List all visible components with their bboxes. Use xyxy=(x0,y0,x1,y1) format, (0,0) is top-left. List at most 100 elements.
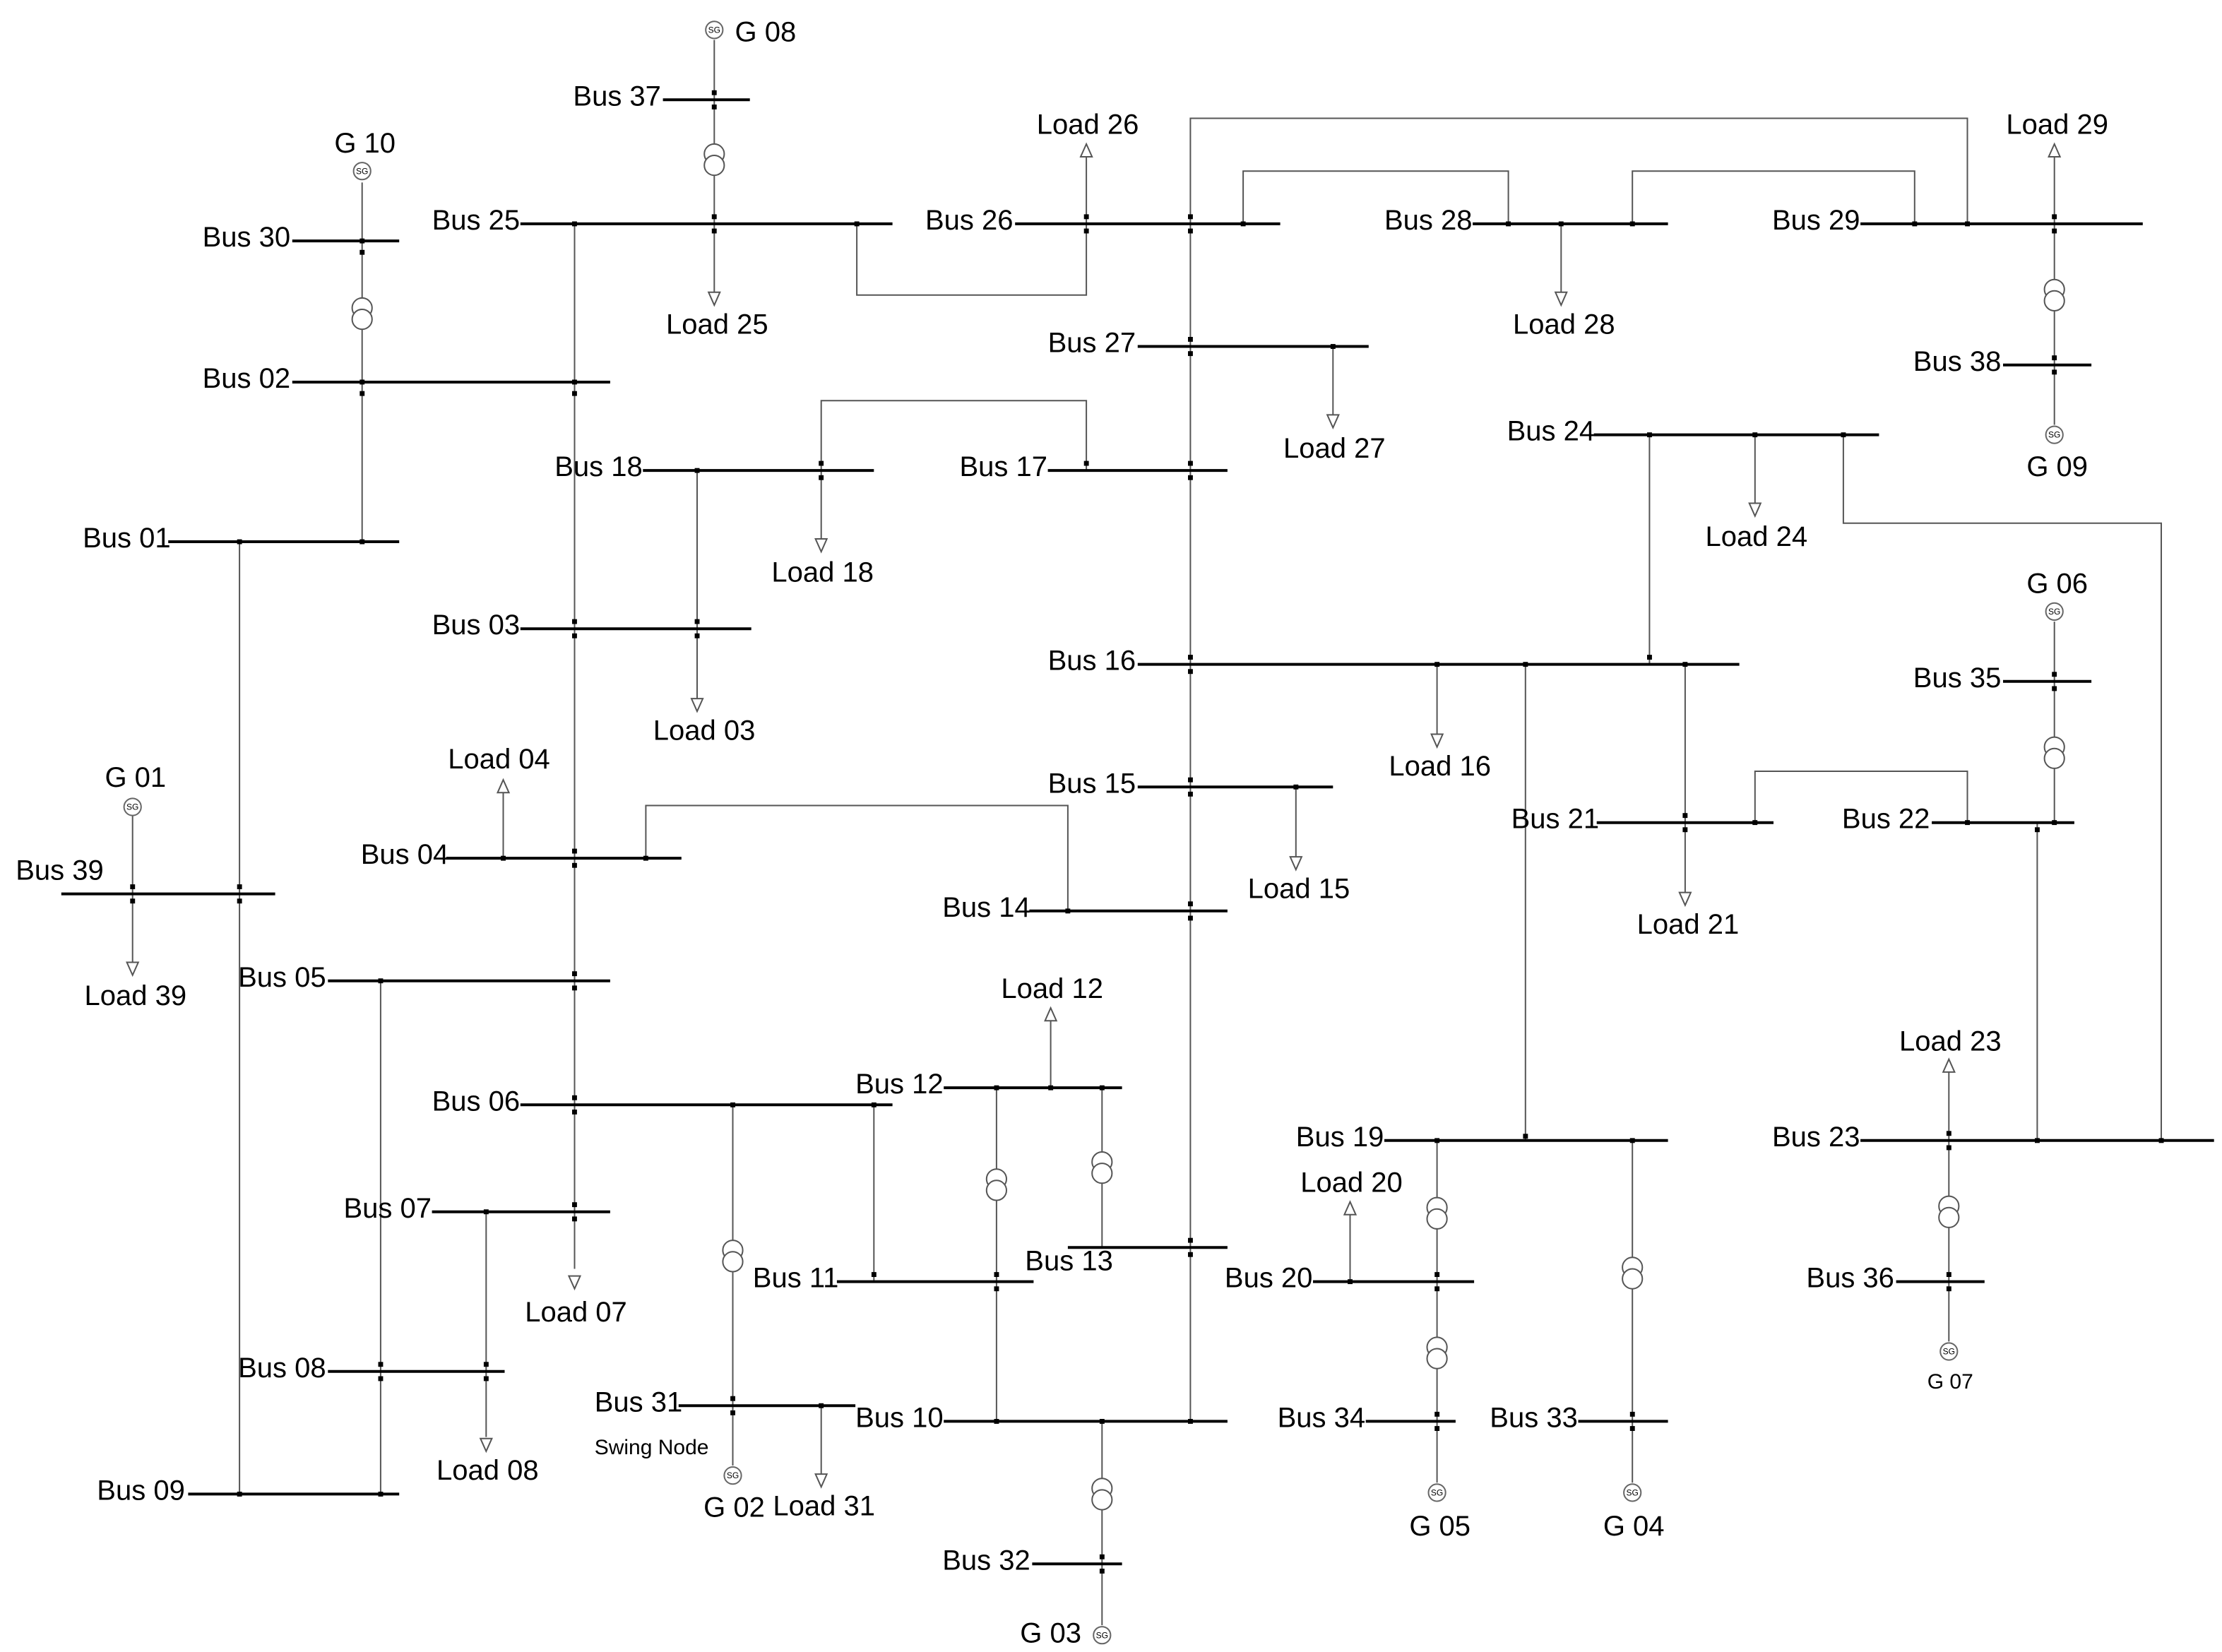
connection-node xyxy=(237,884,242,889)
bus-label-32: Bus 32 xyxy=(942,1545,1030,1576)
connection-node xyxy=(1065,908,1071,914)
connection-node xyxy=(237,898,242,904)
load-arrow-icon xyxy=(1343,1200,1357,1216)
connection-node xyxy=(1506,221,1511,227)
connection-node xyxy=(360,539,365,545)
connection-node xyxy=(819,1403,824,1408)
bus-label-33: Bus 33 xyxy=(1490,1403,1578,1434)
connection-node xyxy=(1965,221,1970,227)
connection-node xyxy=(1188,351,1193,357)
connection-node xyxy=(1946,1286,1951,1292)
bus-label-30: Bus 30 xyxy=(203,222,291,253)
connection-node xyxy=(1434,1411,1440,1417)
bus-label-10: Bus 10 xyxy=(855,1403,944,1434)
load-arrow-icon xyxy=(496,778,511,794)
svg-text:SG: SG xyxy=(126,802,138,812)
connection-node xyxy=(1912,221,1918,227)
generator-label-07: G 07 xyxy=(1927,1370,1973,1393)
connection-node xyxy=(1099,1554,1105,1559)
connection-node xyxy=(1188,214,1193,220)
generator-label-08: G 08 xyxy=(735,17,797,48)
svg-text:SG: SG xyxy=(356,166,368,176)
connection-node xyxy=(572,619,577,624)
transformer-icon xyxy=(703,143,725,177)
connection-node xyxy=(501,855,506,861)
connection-node xyxy=(1682,827,1688,833)
branch-line xyxy=(1189,117,1968,224)
transformer-icon xyxy=(351,297,373,331)
connection-node xyxy=(1188,337,1193,342)
connection-node xyxy=(1293,784,1299,790)
connection-node xyxy=(694,633,700,638)
connection-node xyxy=(1330,344,1336,349)
connection-node xyxy=(1188,1419,1193,1424)
svg-text:SG: SG xyxy=(1943,1347,1955,1357)
generator-icon: SG xyxy=(1939,1342,1959,1361)
connection-node xyxy=(1099,1419,1105,1424)
connection-node xyxy=(711,214,717,220)
load-arrow-icon xyxy=(1942,1057,1956,1073)
connection-node xyxy=(2052,672,2057,677)
load-label-39: Load 39 xyxy=(85,980,187,1011)
connection-node xyxy=(1523,1134,1528,1139)
connection-node xyxy=(572,391,577,396)
connection-node xyxy=(1188,669,1193,675)
connection-node xyxy=(2052,686,2057,691)
svg-text:SG: SG xyxy=(2048,607,2060,617)
generator-icon: SG xyxy=(2045,602,2064,622)
connection-node xyxy=(572,848,577,854)
connection-node xyxy=(1188,228,1193,234)
bus-label-25: Bus 25 xyxy=(432,205,521,236)
connection-node xyxy=(572,862,577,868)
load-arrow-icon xyxy=(1748,502,1762,518)
bus-label-20: Bus 20 xyxy=(1225,1263,1313,1294)
connection-node xyxy=(1240,221,1246,227)
connection-node xyxy=(643,855,648,861)
connection-node xyxy=(130,884,136,889)
bus-label-12: Bus 12 xyxy=(855,1069,944,1100)
load-label-29: Load 29 xyxy=(2006,109,2108,141)
connection-node xyxy=(1946,1145,1951,1151)
generator-icon: SG xyxy=(705,20,724,40)
connection-node xyxy=(994,1419,999,1424)
connection-node xyxy=(1188,475,1193,480)
connection-node xyxy=(360,391,365,396)
connection-node xyxy=(1348,1279,1353,1285)
bus-label-28: Bus 28 xyxy=(1384,205,1473,236)
load-arrow-icon xyxy=(814,538,828,554)
bus-label-21: Bus 21 xyxy=(1511,804,1600,835)
connection-node xyxy=(2052,355,2057,361)
connection-node xyxy=(1629,1411,1635,1417)
bus-label-22: Bus 22 xyxy=(1842,804,1930,835)
connection-node xyxy=(694,468,700,473)
connection-node xyxy=(237,539,242,545)
connection-node xyxy=(483,1362,489,1367)
connection-node xyxy=(854,221,860,227)
connection-node xyxy=(2035,827,2040,833)
connection-node xyxy=(1682,662,1688,667)
load-arrow-icon xyxy=(1430,733,1444,749)
transformer-icon xyxy=(985,1168,1008,1201)
branch-line xyxy=(1754,771,1968,823)
load-label-03: Load 03 xyxy=(653,715,756,747)
connection-node xyxy=(1188,915,1193,921)
load-label-27: Load 27 xyxy=(1283,433,1386,464)
load-arrow-icon xyxy=(690,698,704,713)
connection-node xyxy=(572,1095,577,1100)
connection-node xyxy=(1099,1085,1105,1091)
bus-label-02: Bus 02 xyxy=(203,363,291,394)
generator-icon: SG xyxy=(1623,1483,1642,1502)
connection-node xyxy=(1188,1237,1193,1243)
generator-label-10: G 10 xyxy=(334,128,396,159)
connection-node xyxy=(2035,1138,2040,1143)
connection-node xyxy=(572,971,577,977)
generator-label-06: G 06 xyxy=(2026,569,2088,600)
connection-node xyxy=(1558,221,1564,227)
load-arrow-icon xyxy=(1678,891,1692,908)
connection-node xyxy=(1682,813,1688,819)
bus-label-01: Bus 01 xyxy=(83,523,171,554)
generator-icon: SG xyxy=(1427,1483,1446,1502)
